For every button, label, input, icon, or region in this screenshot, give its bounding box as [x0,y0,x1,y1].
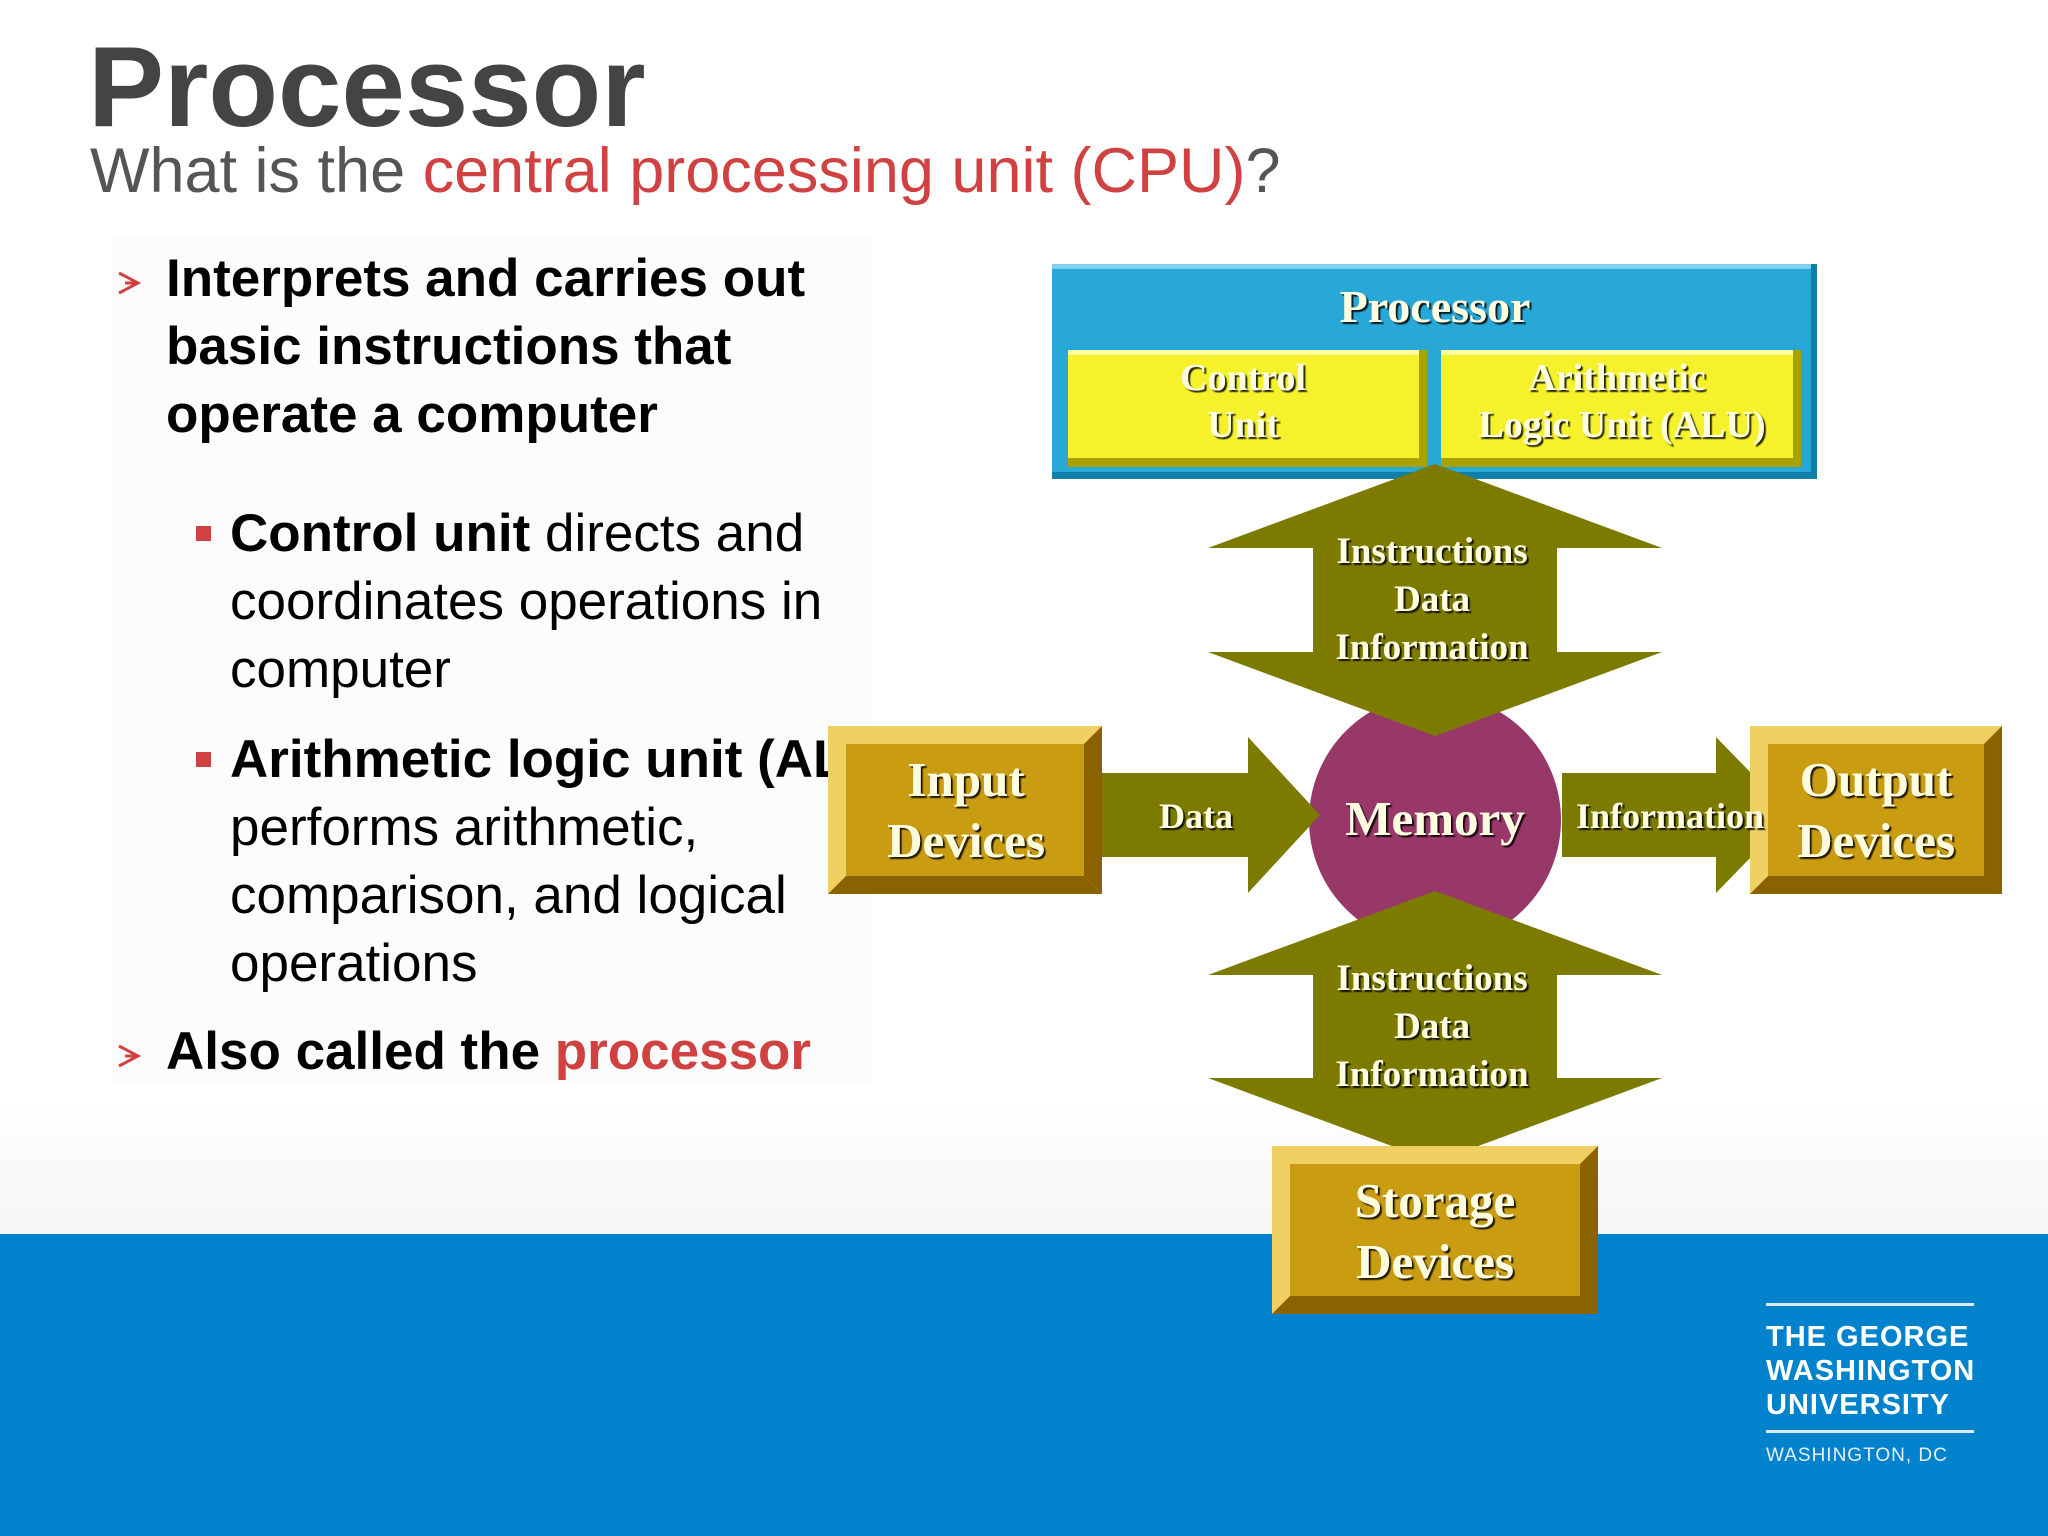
information-arrow-label: Information [1576,796,1764,836]
bullet-interprets: Interprets and carries out basic instruc… [166,245,906,449]
data-arrow [1100,737,1320,893]
alu-box [1441,350,1801,467]
subbullet-text: directs and coordinates operations in co… [230,504,823,699]
input-devices-box [828,726,1102,894]
upper-double-arrow [1208,464,1662,736]
logo-line: THE GEORGE [1766,1321,1970,1353]
storage-devices-label-line2: Devices [1356,1234,1514,1289]
subbullet-text: performs arithmetic, comparison, and log… [230,798,787,993]
subtitle-accent: central processing unit (CPU) [422,136,1246,206]
square-bullet-icon [196,526,211,541]
control-unit-label-line1: Control [1180,357,1306,399]
alu-label-line1: Arithmetic [1528,357,1705,399]
arrowhead-bullet-icon [118,271,142,295]
subbullet-control-unit: Control unit directs and coordinates ope… [230,500,910,704]
memory-label: Memory [1345,791,1525,846]
control-unit-box [1068,350,1427,467]
upper-arrow-label-line2: Data [1394,579,1470,620]
subbullet-term: Arithmetic logic unit (ALU) [230,730,902,789]
alu-label-line2: Logic Unit (ALU) [1478,404,1765,446]
lower-arrow-label-line1: Instructions [1336,958,1527,999]
bullet-accent: processor [554,1022,812,1081]
lower-arrow-label-line2: Data [1394,1006,1470,1047]
memory-circle [1309,694,1561,946]
information-arrow [1562,737,1792,893]
output-devices-label-line2: Devices [1797,813,1955,868]
square-bullet-icon [196,752,211,767]
logo-line: WASHINGTON [1766,1355,1976,1387]
subbullet-term: Control unit [230,504,531,563]
upper-arrow-label-line3: Information [1335,627,1529,668]
input-devices-label-line2: Devices [887,813,1045,868]
content-panel [112,236,872,1086]
storage-devices-label-line1: Storage [1355,1173,1516,1228]
page-subtitle: What is the central processing unit (CPU… [90,132,1281,211]
logo-line: UNIVERSITY [1766,1389,1951,1421]
bullet-also-called: Also called the processor [166,1018,906,1086]
subbullet-alu: Arithmetic logic unit (ALU) performs ari… [230,726,910,998]
output-devices-box [1750,726,2002,894]
page-title: Processor [88,24,646,151]
control-unit-label-line2: Unit [1207,404,1279,446]
lower-arrow-label-line3: Information [1335,1054,1529,1095]
processor-label: Processor [1340,281,1531,332]
output-devices-label-line1: Output [1800,752,1953,807]
logo-city: WASHINGTON, DC [1766,1445,1948,1466]
data-arrow-label: Data [1159,796,1233,836]
subtitle-plain: What is the [90,136,423,206]
footer-band [0,1234,2048,1536]
upper-arrow-label-line1: Instructions [1336,531,1527,572]
storage-devices-box [1272,1146,1598,1314]
arrowhead-bullet-icon [118,1044,142,1068]
lower-double-arrow [1208,891,1662,1162]
bullet-text: Interprets and carries out basic instruc… [166,249,806,444]
logo-bottom-rule [1766,1430,1974,1433]
logo-top-rule [1766,1303,1974,1306]
bullet-text: Also called the [166,1022,555,1081]
subtitle-end: ? [1245,136,1281,206]
university-logo: THE GEORGE WASHINGTON UNIVERSITY WASHING… [1766,1303,1974,1467]
input-devices-label-line1: Input [907,752,1025,807]
